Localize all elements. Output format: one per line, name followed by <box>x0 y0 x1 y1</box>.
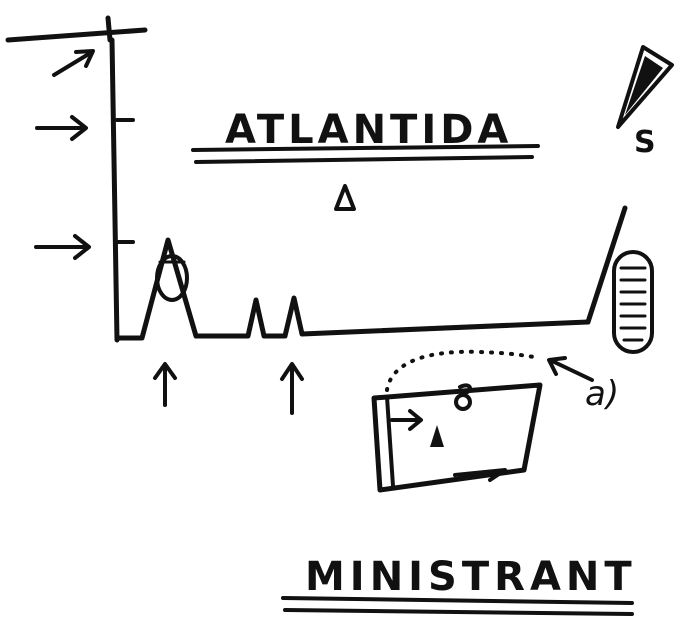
compass-letter: S <box>634 125 656 160</box>
peak-loop <box>155 254 189 302</box>
compass-arrow-icon <box>616 45 674 129</box>
box-diagram <box>371 382 543 493</box>
arrow-diagonal-icon <box>52 49 95 77</box>
annotation-label: a) <box>585 374 619 414</box>
bottom-title-underline-2 <box>283 608 634 616</box>
arrow-up-icon-1 <box>153 362 177 407</box>
ridged-capsule <box>612 250 654 354</box>
arrow-right-icon-1 <box>35 115 88 141</box>
bottom-title: MINISTRANT <box>305 554 637 600</box>
top-title-underline-1 <box>191 144 540 152</box>
right-rising-line <box>585 205 628 325</box>
top-horizontal-line <box>5 27 148 43</box>
top-title-underline-2 <box>194 155 534 164</box>
filled-triangle-icon <box>430 425 444 447</box>
bottom-title-underline-1 <box>281 596 634 605</box>
arrow-up-icon-2 <box>280 362 304 415</box>
triangle-icon <box>334 184 356 211</box>
left-vertical-wall <box>109 37 120 343</box>
capsule-ridges <box>619 266 647 342</box>
top-tick <box>105 15 113 43</box>
baseline-with-peaks <box>114 237 591 341</box>
box-arrow-icon <box>390 409 423 431</box>
loop-symbol-icon <box>454 383 472 411</box>
annotation-arrow-icon <box>547 356 594 382</box>
arrow-right-icon-2 <box>34 234 91 260</box>
dotted-curve <box>385 349 542 392</box>
